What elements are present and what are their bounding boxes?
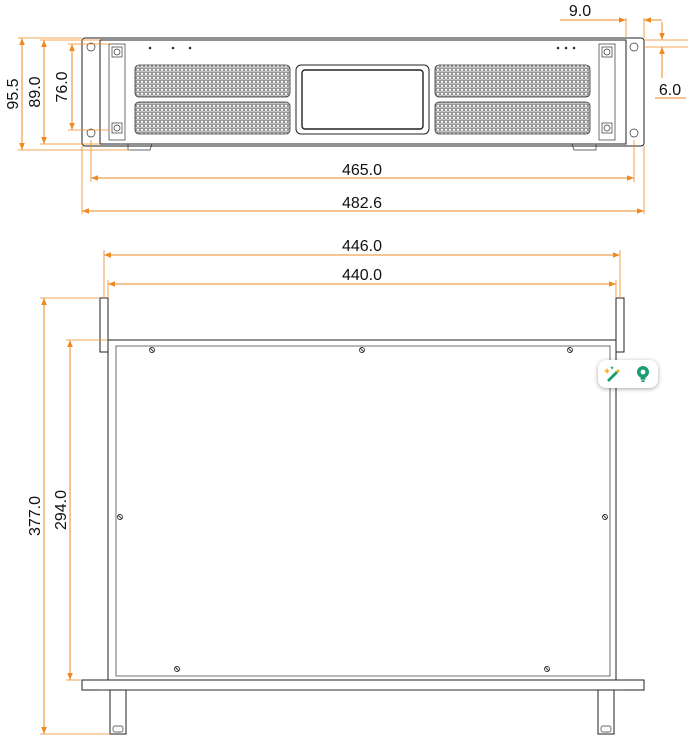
right-side-rail [615, 297, 625, 353]
left-handle [108, 43, 126, 141]
right-handle [598, 43, 616, 141]
indicator-led [564, 46, 568, 50]
rear-handles [109, 689, 615, 735]
indicator-led [148, 46, 152, 50]
ear-hole [86, 42, 96, 52]
dim-depth-inner: 294.0 [53, 490, 70, 530]
screw [111, 46, 123, 58]
indicator-led [171, 46, 175, 50]
screw-head [113, 124, 121, 132]
left-side-rail [99, 297, 109, 353]
dim-body-height: 89.0 [27, 76, 44, 107]
display-window [301, 69, 424, 130]
dim-ear-width: 9.0 [569, 3, 591, 20]
dim-ear-offset: 6.0 [659, 82, 681, 99]
chassis-inner [115, 345, 611, 677]
dim-total-height: 95.5 [5, 78, 22, 109]
left-foot [127, 143, 153, 151]
vent-grilles [134, 64, 591, 135]
dim-total-width: 482.6 [342, 195, 382, 212]
ear-hole [629, 128, 639, 138]
lightbulb-icon [637, 366, 649, 382]
screw-head [113, 48, 121, 56]
dim-width-outer: 446.0 [342, 238, 382, 255]
screw [601, 122, 613, 134]
chassis-screws [117, 347, 608, 672]
screw [601, 46, 613, 58]
top-view: 446.0 440.0 377.0 294.0 [27, 238, 645, 735]
screw-head [603, 124, 611, 132]
screw [111, 122, 123, 134]
chassis-body [107, 339, 617, 681]
front-view: 95.5 89.0 76.0 9.0 6.0 465.0 482.6 [5, 3, 688, 214]
dim-inner-height: 76.0 [54, 71, 71, 102]
rear-flange [81, 679, 645, 691]
dim-depth-total: 377.0 [27, 496, 44, 536]
right-foot [571, 143, 597, 151]
lightbulb-button[interactable] [632, 363, 654, 385]
indicator-led [188, 46, 192, 50]
indicator-led [572, 46, 576, 50]
dim-mount-width: 465.0 [342, 162, 382, 179]
magic-edit-icon [604, 366, 620, 382]
indicator-led [556, 46, 560, 50]
dim-width-inner: 440.0 [342, 267, 382, 284]
screw-head [603, 48, 611, 56]
floating-toolbar [598, 360, 658, 388]
ear-hole [86, 128, 96, 138]
ear-hole [629, 42, 639, 52]
magic-edit-button[interactable] [602, 363, 624, 385]
